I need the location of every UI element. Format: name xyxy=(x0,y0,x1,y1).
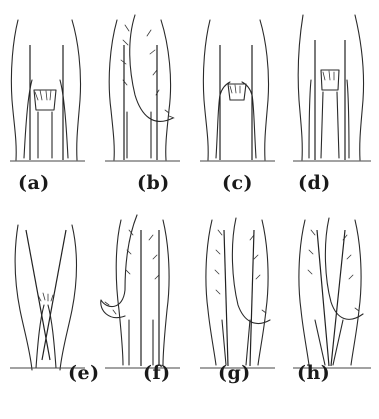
panel-h: (h) xyxy=(285,210,379,419)
panel-g: (g) xyxy=(190,210,285,419)
panel-f: (f) xyxy=(95,210,190,419)
panel-c-drawing xyxy=(190,0,285,170)
panel-e: (e) xyxy=(0,210,95,419)
panel-c: (c) xyxy=(190,0,285,210)
panel-g-drawing xyxy=(190,210,285,375)
panel-a-drawing xyxy=(0,0,95,170)
panel-e-drawing xyxy=(0,210,95,375)
panel-a-caption: (a) xyxy=(18,172,50,194)
panel-d-drawing xyxy=(285,0,379,170)
panel-d: (d) xyxy=(285,0,379,210)
panel-g-caption: (g) xyxy=(218,362,251,384)
panel-b-drawing xyxy=(95,0,190,170)
panel-c-caption: (c) xyxy=(222,172,253,194)
panel-b: (b) xyxy=(95,0,190,210)
panel-h-caption: (h) xyxy=(297,362,330,384)
panel-f-caption: (f) xyxy=(143,362,171,384)
panel-a: (a) xyxy=(0,0,95,210)
panel-d-caption: (d) xyxy=(298,172,331,194)
panel-b-caption: (b) xyxy=(137,172,170,194)
panel-f-drawing xyxy=(95,210,190,375)
panel-h-drawing xyxy=(285,210,379,375)
